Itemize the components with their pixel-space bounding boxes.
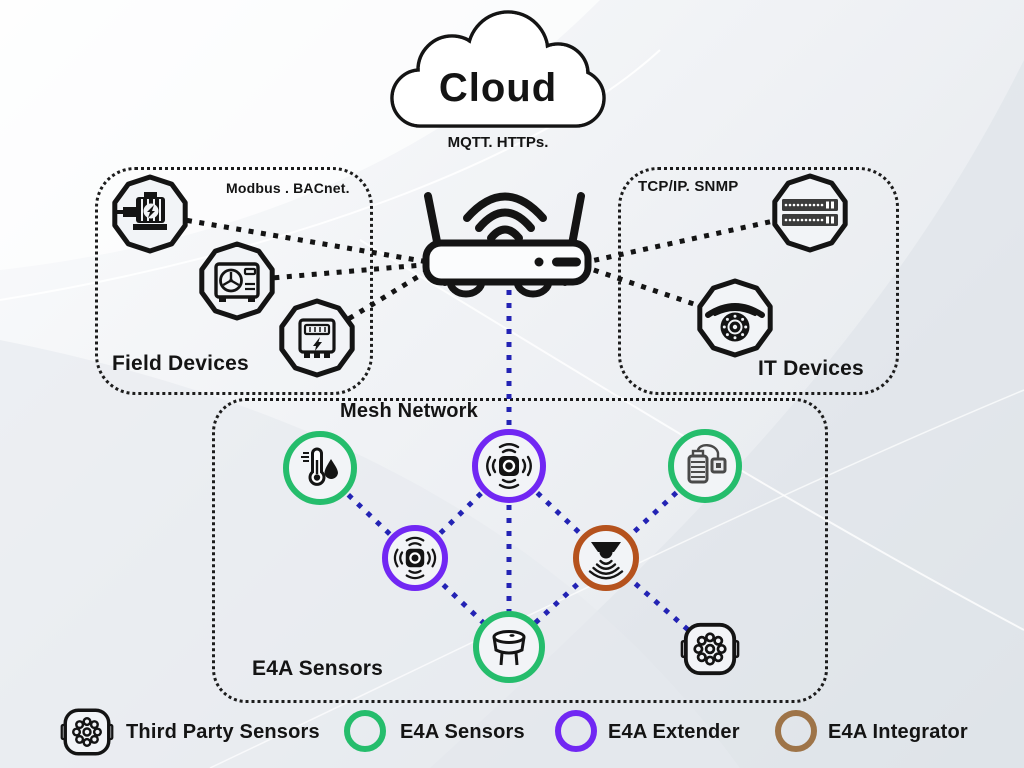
field-devices-title: Field Devices [112, 352, 249, 375]
temp-humidity-icon [301, 447, 338, 486]
link-integrator-gas-sensor [507, 556, 608, 649]
link-extender-top-extender-left [413, 464, 511, 560]
legend-third-party-label: Third Party Sensors [126, 721, 320, 743]
gas-sensor-node [473, 611, 545, 683]
link-extender-top-integrator [507, 464, 608, 560]
mesh-network-title: Mesh Network [340, 400, 478, 422]
energy-meter-icon [279, 298, 355, 378]
mesh-network-box [212, 398, 828, 703]
camera-glyph [705, 303, 765, 342]
link-probe-sensor-integrator [604, 464, 707, 560]
it-devices-protocols-label: TCP/IP. SNMP [638, 178, 739, 195]
link-motor-router [149, 211, 435, 266]
legend-e4a-integrator-ring [775, 710, 817, 752]
extender-icon [486, 443, 532, 489]
e4a-extender-top-node [472, 429, 546, 503]
legend-e4a-extender-label: E4A Extender [608, 721, 740, 743]
link-temp-sensor-extender-left [318, 466, 417, 560]
hvac-unit-icon [199, 241, 275, 321]
third-party-sensor-legend-icon [60, 708, 114, 756]
temp-humidity-sensor-node [283, 431, 357, 505]
dome-camera-icon [697, 278, 773, 358]
third-party-sensor-node [680, 622, 740, 676]
motor-glyph [117, 192, 167, 230]
cloud-protocols-label: MQTT. HTTPs. [447, 134, 549, 151]
motor-device-icon [112, 174, 188, 254]
gas-sensor-icon [492, 630, 526, 666]
link-router-camera [581, 263, 736, 321]
hvac-glyph [214, 262, 260, 302]
legend-e4a-sensor-ring [344, 710, 386, 752]
field-devices-protocols-label: Modbus . BACnet. [226, 180, 350, 196]
meter-glyph [298, 318, 336, 358]
integrator-icon [588, 542, 624, 580]
wifi-router-icon [422, 192, 592, 298]
legend-e4a-sensors-label: E4A Sensors [400, 721, 525, 743]
link-meter-router [315, 264, 436, 341]
extender-icon [393, 536, 437, 580]
legend-e4a-extender-ring [555, 710, 597, 752]
link-integrator-third-party [604, 556, 712, 651]
probe-sensor-node [668, 429, 742, 503]
wired-links [149, 210, 811, 341]
cloud-icon [390, 10, 606, 128]
probe-sensor-icon [687, 444, 727, 484]
field-devices-box [95, 167, 373, 395]
switch-glyph [782, 199, 838, 226]
network-switch-icon [772, 173, 848, 253]
e4a-extender-left-node [382, 525, 448, 591]
cloud-label: Cloud [438, 66, 558, 110]
link-router-switch [581, 210, 811, 266]
legend-e4a-integrator-label: E4A Integrator [828, 721, 968, 743]
link-hvac-router [236, 261, 435, 284]
it-devices-title: IT Devices [758, 357, 864, 380]
e4a-integrator-node [573, 525, 639, 591]
e4a-sensors-label: E4A Sensors [252, 657, 383, 680]
